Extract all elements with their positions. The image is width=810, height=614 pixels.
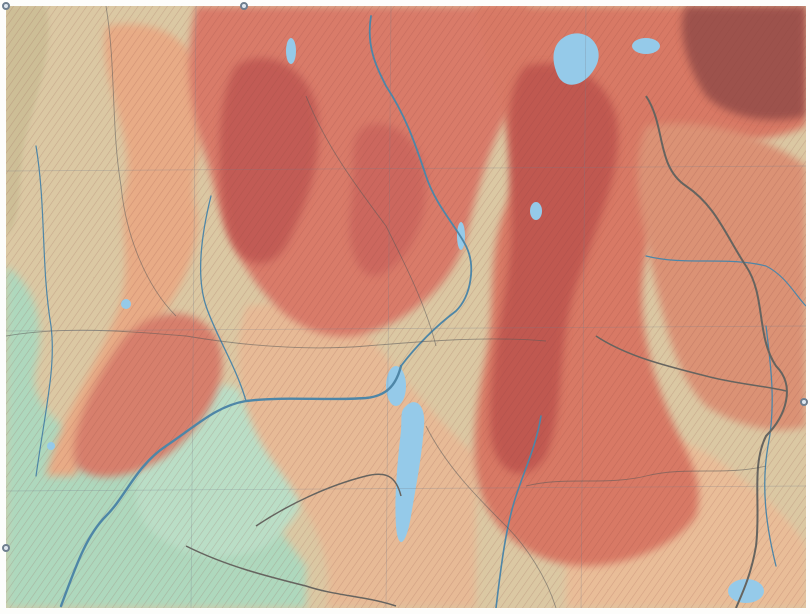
parallel-2 [6, 325, 806, 332]
road-5 [425, 425, 557, 608]
internal-border-south [255, 473, 402, 527]
map-sheet [6, 6, 806, 608]
main-river [59, 364, 403, 608]
photo-fade [6, 6, 806, 608]
western-river [35, 145, 53, 477]
long-lake [395, 402, 425, 543]
parallel-3 [6, 485, 806, 492]
lake-small-1 [286, 38, 296, 64]
borders [185, 95, 788, 608]
lake-small-3 [121, 299, 131, 309]
road-2 [6, 329, 547, 349]
border-river [764, 325, 777, 567]
parallel-1 [6, 165, 806, 172]
road-1 [105, 6, 177, 317]
transport-lines [6, 6, 767, 608]
eastern-river [645, 255, 806, 307]
lake-small-2 [530, 202, 542, 220]
meridian-1 [190, 6, 197, 608]
eastern-border [645, 95, 788, 608]
northern-river [368, 15, 473, 367]
lake-southeast [728, 579, 764, 603]
river-network [35, 15, 806, 608]
meridian-3 [580, 6, 587, 608]
tributary-west [199, 195, 247, 402]
graticule [6, 6, 806, 608]
corner-pin-top-left [2, 2, 10, 10]
road-4 [525, 465, 767, 487]
lake-north [386, 366, 406, 406]
lake-small-4 [47, 442, 55, 450]
corner-pin-bottom-left [2, 544, 10, 552]
internal-border-east [595, 335, 787, 392]
corner-pin-top [240, 2, 248, 10]
road-3 [305, 95, 437, 347]
southern-river [495, 415, 542, 608]
lake-small-5 [632, 38, 660, 54]
meridian-2 [385, 6, 392, 608]
corner-pin-right [800, 398, 808, 406]
highland-lake [553, 33, 599, 85]
relief-map [6, 6, 806, 608]
southern-border [185, 545, 397, 607]
